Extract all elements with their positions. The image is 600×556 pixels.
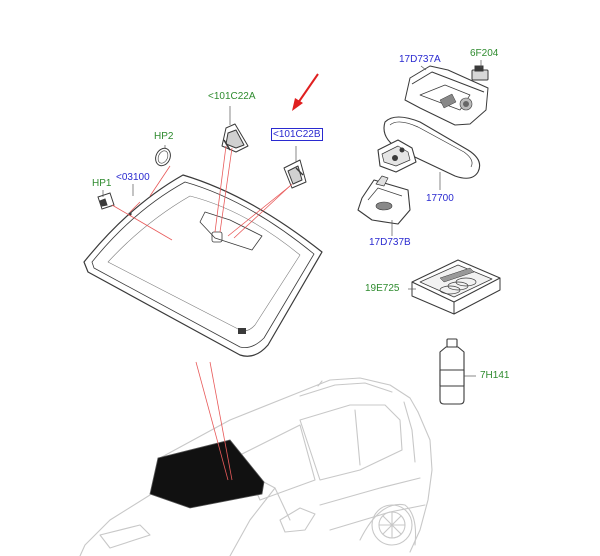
callout-7h141[interactable]: 7H141 [480, 370, 510, 381]
callout-101c22b[interactable]: <101C22B [271, 128, 323, 141]
c7h141-bottle-part [439, 338, 465, 405]
callout-17700[interactable]: 17700 [426, 193, 454, 204]
leader-lines [102, 60, 482, 377]
callout-17d737a[interactable]: 17D737A [399, 54, 441, 65]
callout-19e725[interactable]: 19E725 [365, 283, 400, 294]
vehicle-windscreen-highlight [149, 439, 265, 509]
c17700-mirror-part [377, 116, 481, 179]
c17d737b-cover-part [357, 175, 411, 225]
callout-101c22a[interactable]: <101C22A [208, 91, 256, 102]
red-indicator-arrow [292, 73, 319, 111]
callout-hp2[interactable]: HP2 [154, 131, 174, 142]
callout-6f204[interactable]: 6F204 [470, 48, 499, 59]
vehicle-outline [79, 377, 433, 556]
c19e725-kit-part [411, 259, 501, 315]
hp1-clip-part [97, 192, 115, 210]
callout-hp1[interactable]: HP1 [92, 178, 112, 189]
c17d737a-cover-part [404, 65, 489, 126]
red-leader-lines [111, 145, 293, 481]
windscreen-glass [83, 174, 323, 357]
callout-17d737b[interactable]: 17D737B [369, 237, 411, 248]
hp2-pad-part [155, 147, 171, 167]
c101c22b-bracket-part [283, 159, 307, 189]
callout-03100[interactable]: <03100 [116, 172, 150, 183]
c101c22a-bracket-part [221, 123, 249, 153]
c6f204-sensor-part [471, 65, 489, 81]
